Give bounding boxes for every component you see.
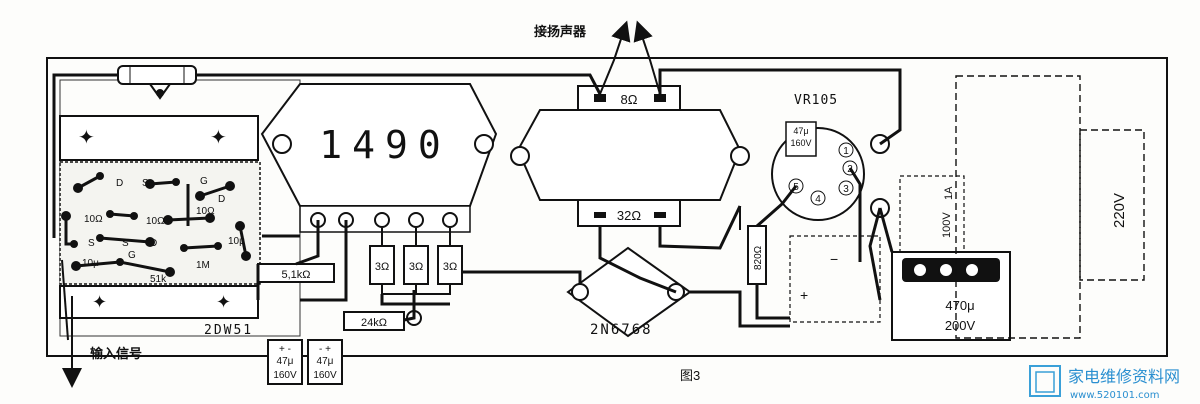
mains-transformer: 220V: [955, 75, 1145, 339]
r-3ohm-a: 3Ω: [375, 261, 389, 273]
svg-text:47μ: 47μ: [277, 356, 294, 367]
cap-470u: 470μ 200V: [891, 251, 1011, 341]
wiring: [52, 68, 902, 341]
svg-text:✦: ✦: [92, 292, 107, 312]
resistor-5k1: 5,1kΩ: [257, 263, 335, 283]
fuse-label: 1A: [943, 186, 955, 200]
board-label-12: S: [122, 238, 129, 249]
svg-text:160V: 160V: [313, 370, 337, 381]
board-label-3: 10Ω: [196, 206, 215, 217]
heatsink-top: ✦ ✦: [59, 115, 259, 161]
transformer-primary-label: 8Ω: [621, 92, 638, 107]
socket-label: VR105: [794, 93, 838, 108]
r-820-label: 820Ω: [753, 245, 764, 270]
svg-text:✦: ✦: [210, 127, 227, 149]
svg-text:✦: ✦: [78, 127, 95, 149]
speaker-output-leads: [599, 20, 661, 95]
cap-47u-right: - + 47μ 160V: [307, 339, 343, 385]
big-cap-value: 470μ: [945, 298, 974, 313]
svg-text:+: +: [800, 287, 808, 303]
svg-text:160V: 160V: [273, 370, 297, 381]
board-label-14: G: [128, 250, 136, 261]
board-label-10: D: [150, 238, 157, 249]
svg-text:- +: - +: [319, 344, 331, 355]
board-label-1: 10Ω: [84, 214, 103, 225]
figure-caption: 图3: [680, 368, 700, 383]
board-label-13: G: [200, 176, 208, 187]
svg-text:✦: ✦: [216, 292, 231, 312]
watermark-logo: 家电维修资料网 www.520101.com: [1029, 365, 1180, 401]
r-3ohm-b: 3Ω: [409, 261, 423, 273]
cap-47u-left: + - 47μ 160V: [267, 339, 303, 385]
board-label-4: 10μ: [82, 258, 99, 269]
board-label-15: S: [88, 238, 95, 249]
resistor-24k: 24kΩ: [343, 310, 422, 331]
chassis-outline: [46, 57, 1168, 357]
transistor-2n6768: 2N6768: [566, 246, 692, 338]
r-3ohm-c: 3Ω: [443, 261, 457, 273]
svg-text:4: 4: [815, 194, 821, 205]
svg-text:1: 1: [843, 146, 849, 157]
svg-text:−: −: [830, 251, 838, 267]
r-5k1-label: 5,1kΩ: [281, 269, 310, 281]
diode-label: 2DW51: [204, 323, 253, 338]
preamp-board: 10Ω 10Ω 10Ω 10μ 10μ 51k 1M D D D S S G G…: [59, 161, 261, 285]
board-label-2: 10Ω: [146, 216, 165, 227]
svg-text:47μ: 47μ: [317, 356, 334, 367]
big-cap-voltage: 200V: [945, 318, 976, 333]
ic-1490: 1490: [260, 83, 498, 233]
board-label-5: 10μ: [228, 236, 245, 247]
emitter-resistors: 3Ω 3Ω 3Ω: [369, 228, 463, 295]
fuse-area: 1A 100V: [870, 175, 965, 253]
fuse-holder: [117, 65, 197, 100]
board-label-9: D: [218, 194, 225, 205]
board-label-6: 51k: [150, 274, 167, 285]
socket-vr105: VR105 47μ 160V 1 2 3 4 5: [771, 93, 890, 221]
output-transformer: 8Ω 32Ω: [510, 85, 750, 227]
transistor-label: 2N6768: [590, 322, 653, 338]
svg-text:3: 3: [843, 184, 849, 195]
transformer-secondary-label: 32Ω: [617, 208, 641, 223]
board-label-11: S: [142, 178, 149, 189]
ic-label: 1490: [319, 123, 451, 167]
watermark-url: www.520101.com: [1070, 390, 1160, 401]
heatsink-bottom: ✦ ✦: [59, 285, 259, 319]
speaker-output-label: 接扬声器: [534, 24, 587, 39]
svg-text:160V: 160V: [790, 138, 811, 148]
svg-text:47μ: 47μ: [793, 126, 808, 136]
board-label-8: D: [116, 178, 123, 189]
r-24k-label: 24kΩ: [361, 317, 387, 329]
board-label-7: 1M: [196, 260, 210, 271]
svg-text:+ -: + -: [279, 344, 291, 355]
watermark-title: 家电维修资料网: [1068, 367, 1180, 386]
resistor-820: 820Ω: [747, 225, 767, 285]
filter-box: [789, 235, 881, 323]
input-signal-label: 输入信号: [90, 346, 142, 361]
mains-label: 220V: [1111, 193, 1128, 228]
voltage-label: 100V: [941, 212, 953, 238]
